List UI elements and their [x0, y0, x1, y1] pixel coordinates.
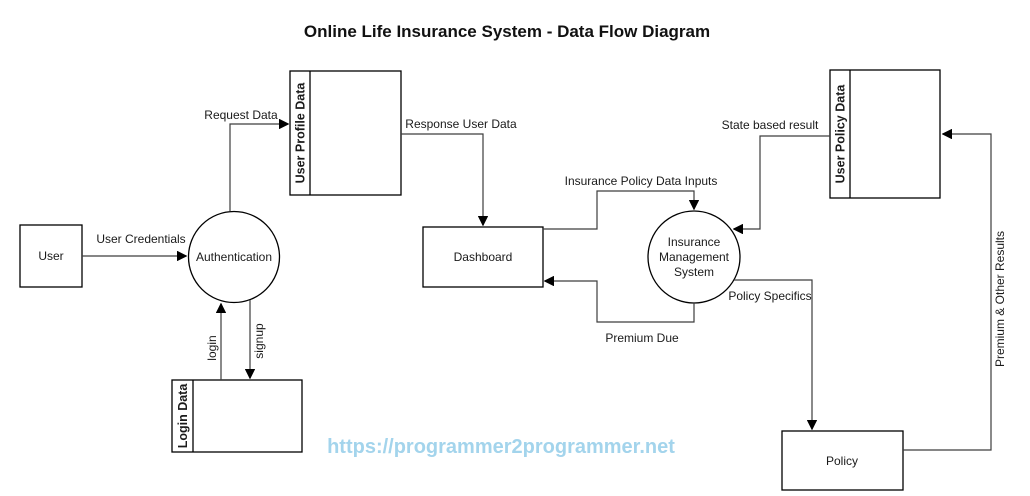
flow-state-based-result-label: State based result: [722, 118, 819, 132]
node-policy: Policy: [781, 430, 904, 491]
flow-state-based-result-line: [734, 135, 830, 229]
flow-user-credentials-label: User Credentials: [96, 232, 185, 246]
insurance-management-system-label-line3: System: [674, 265, 714, 279]
flow-insurance-policy-data-inputs-label: Insurance Policy Data Inputs: [565, 174, 718, 188]
user-policy-data-store: [829, 69, 941, 199]
watermark-text: https://programmer2programmer.net: [327, 436, 675, 458]
node-insurance-management-system: Insurance Management System: [647, 210, 741, 304]
login-data-label: Login Data: [176, 383, 190, 449]
flow-premium-due-line: [545, 281, 695, 323]
user-box: [19, 224, 83, 288]
login-data-store: [171, 379, 303, 453]
flow-signup-label: signup: [252, 323, 266, 359]
flow-login-label: login: [205, 335, 219, 360]
flow-insurance-policy-data-inputs: Insurance Policy Data Inputs: [543, 174, 718, 230]
node-user: User: [19, 224, 83, 288]
flow-premium-and-other-results-line: [903, 134, 992, 451]
flow-login: login: [205, 304, 221, 380]
node-user-policy-data: User Policy Data: [829, 69, 941, 199]
user-label: User: [38, 249, 63, 263]
node-dashboard: Dashboard: [422, 226, 544, 288]
user-profile-data-store: [289, 70, 402, 196]
user-policy-data-label: User Policy Data: [834, 84, 848, 184]
insurance-management-system-label-line2: Management: [659, 250, 730, 264]
flow-state-based-result: State based result: [722, 118, 830, 229]
dashboard-box: [422, 226, 544, 288]
flow-premium-and-other-results: Premium & Other Results: [903, 134, 1007, 451]
flow-policy-specifics-label: Policy Specifics: [728, 289, 811, 303]
flow-user-credentials: User Credentials: [82, 232, 186, 256]
insurance-management-system-label-line1: Insurance: [668, 235, 721, 249]
policy-label: Policy: [826, 454, 858, 468]
flow-signup: signup: [250, 300, 266, 378]
authentication-circle: [187, 210, 281, 304]
flow-request-data-label: Request Data: [204, 108, 278, 122]
node-user-profile-data: User Profile Data: [289, 70, 402, 196]
flow-response-user-data-line: [401, 133, 483, 225]
node-authentication: Authentication: [187, 210, 281, 304]
flow-request-data: Request Data: [204, 108, 288, 211]
flow-response-user-data: Response User Data: [401, 117, 517, 225]
flow-premium-due-label: Premium Due: [605, 331, 679, 345]
flow-premium-due: Premium Due: [545, 281, 695, 345]
node-login-data: Login Data: [171, 379, 303, 453]
flow-premium-and-other-results-label: Premium & Other Results: [993, 231, 1007, 367]
flow-response-user-data-label: Response User Data: [405, 117, 517, 131]
dashboard-label: Dashboard: [454, 250, 513, 264]
flow-policy-specifics: Policy Specifics: [728, 279, 812, 429]
diagram-title: Online Life Insurance System - Data Flow…: [304, 22, 710, 41]
flow-insurance-policy-data-inputs-line: [543, 190, 694, 230]
policy-box: [781, 430, 904, 491]
flow-policy-specifics-line: [734, 279, 812, 429]
authentication-label: Authentication: [196, 250, 272, 264]
flow-request-data-line: [229, 124, 288, 211]
user-profile-data-label: User Profile Data: [294, 82, 308, 184]
